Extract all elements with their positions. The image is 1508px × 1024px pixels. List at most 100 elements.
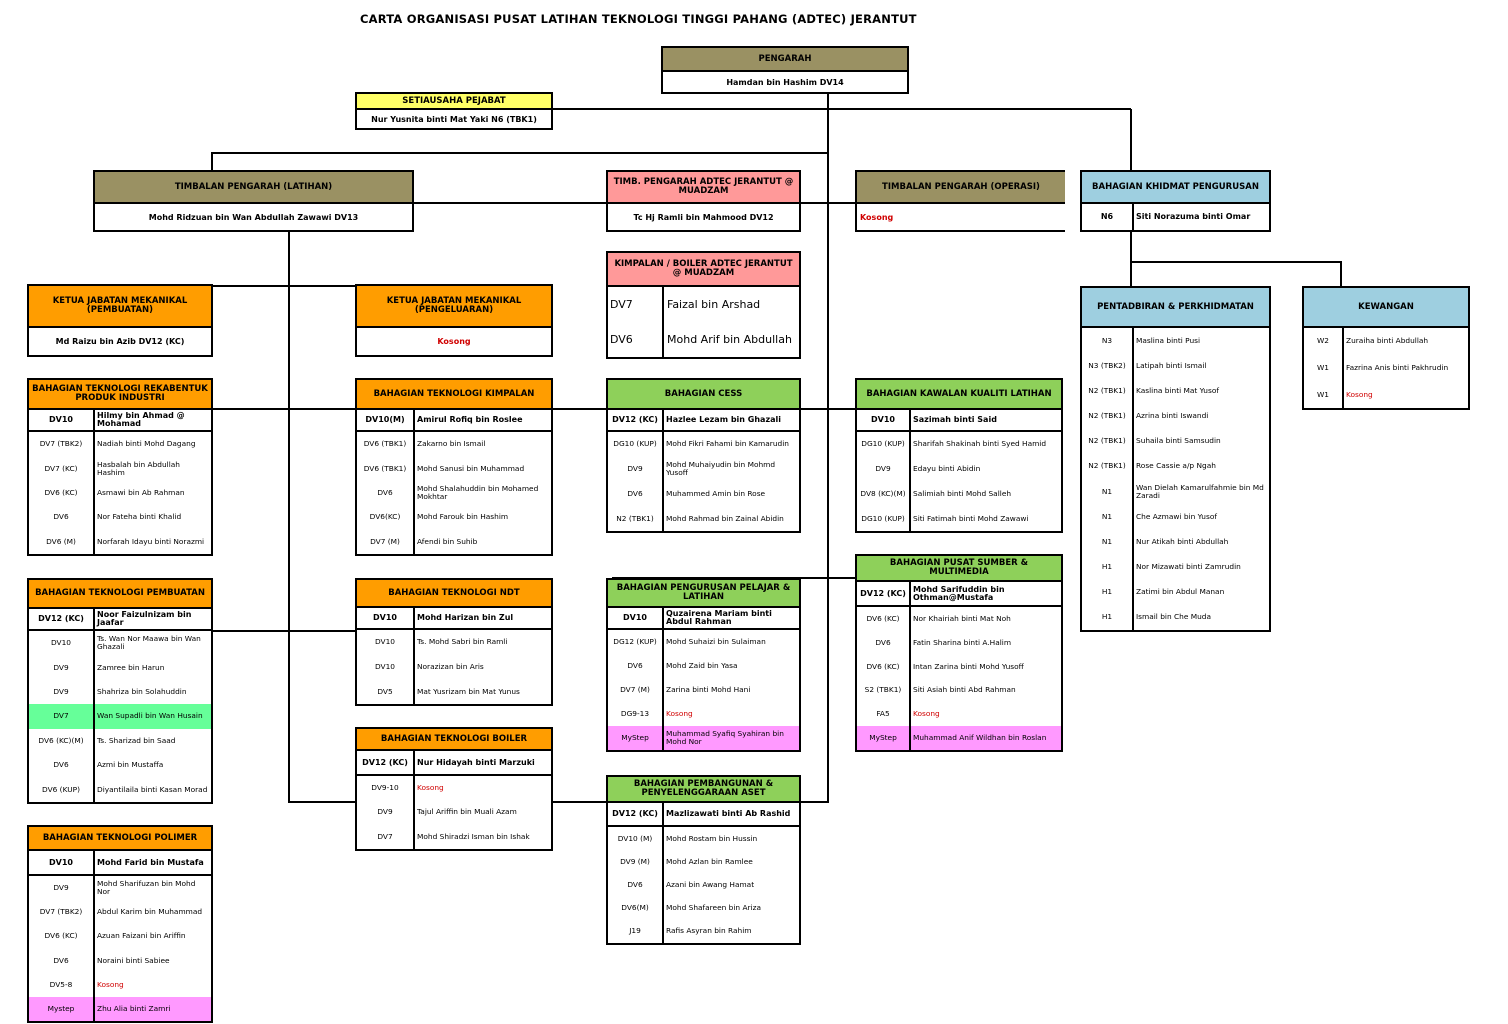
table-row-grade: DV6 — [627, 488, 643, 498]
sumber-head-row: DV12 (KC)Mohd Sarifuddin bin Othman@Must… — [857, 582, 1061, 607]
table-row-grade: DV6 — [377, 487, 393, 497]
table-row-grade: DV6 — [627, 879, 643, 889]
table-row-grade: DV6 (TBK1) — [363, 439, 407, 449]
table-row-name: Mohd Fikri Fahami bin Kamarudin — [666, 439, 789, 449]
head-grade: DV10(M) — [357, 410, 415, 430]
table-row-grade: H1 — [1101, 561, 1113, 571]
table-row-grade: DV6 — [53, 955, 69, 965]
table-row-grade: DV9 — [377, 807, 393, 817]
head-name: Sazimah binti Said — [913, 415, 997, 424]
table-row-grade: W1 — [1316, 362, 1329, 372]
timbalan-muadzam-box: TIMB. PENGARAH ADTEC JERANTUT @ MUADZAM … — [606, 170, 801, 232]
table-row-grade: W1 — [1316, 389, 1329, 399]
aset-title: BAHAGIAN PEMBANGUNAN & PENYELENGGARAAN A… — [608, 777, 799, 803]
table-row-grade: DV6 (KC) — [44, 487, 78, 497]
table-row-name: Che Azmawi bin Yusof — [1136, 511, 1217, 521]
table-row-grade: N3 (TBK2) — [1088, 360, 1126, 370]
table-row-name: Mohd Shafareen bin Ariza — [666, 903, 761, 913]
table-row-name: Siti Asiah binti Abd Rahman — [913, 685, 1016, 695]
table-row-grade: J19 — [629, 926, 641, 936]
table-row-name: Azrina binti Iswandi — [1136, 411, 1209, 421]
ketua-pengeluaran-box: KETUA JABATAN MEKANIKAL (PENGELUARAN) Ko… — [355, 284, 553, 357]
sumber-title: BAHAGIAN PUSAT SUMBER & MULTIMEDIA — [857, 556, 1061, 582]
head-name: Mohd Farid bin Mustafa — [97, 857, 204, 867]
table-row-name: Azani bin Awang Hamat — [666, 879, 755, 889]
table-row-name: Kosong — [666, 709, 693, 718]
table-row-grade: MyStep — [608, 726, 662, 750]
head-grade: DV12 (KC) — [608, 410, 664, 430]
table-row-grade: Mystep — [29, 996, 93, 1021]
table-row-name: Muhammad Syafiq Syahiran bin Mohd Nor — [664, 726, 799, 750]
table-row-name: Mohd Sharifuzan bin Mohd Nor — [97, 879, 196, 897]
table-row-grade: H1 — [1101, 587, 1113, 597]
table-row-name: Mohd Shalahuddin bin Mohamed Mokhtar — [417, 483, 539, 501]
head-grade: DV10 — [29, 410, 95, 430]
head-name: Mohd Sarifuddin bin Othman@Mustafa — [913, 584, 1005, 602]
head-name: Quzairena Mariam binti Abdul Rahman — [666, 609, 772, 626]
kb-grade-1: DV7 — [610, 298, 633, 311]
table-row-grade: DV5-8 — [49, 979, 73, 989]
table-row-name: Mohd Muhaiyudin bin Mohmd Yusoff — [666, 460, 776, 478]
table-row-name: Siti Fatimah binti Mohd Zawawi — [913, 513, 1029, 523]
khidmat-box: BAHAGIAN KHIDMAT PENGURUSAN N6 Siti Nora… — [1080, 170, 1271, 232]
timbalan-latihan-title: TIMBALAN PENGARAH (LATIHAN) — [95, 172, 412, 204]
pembuatan-title: BAHAGIAN TEKNOLOGI PEMBUATAN — [29, 580, 211, 609]
table-row-grade: DV7 — [377, 831, 393, 841]
table-row-grade: DV7 (TBK2) — [39, 907, 83, 917]
ndt-title: BAHAGIAN TEKNOLOGI NDT — [357, 580, 551, 608]
table-row-grade: H1 — [1101, 612, 1113, 622]
ketua-pembuatan-title: KETUA JABATAN MEKANIKAL (PEMBUATAN) — [29, 286, 211, 328]
table-row-name: Fatin Sharina binti A.Halim — [913, 637, 1012, 647]
table-row-grade: DG10 (KUP) — [861, 513, 905, 523]
table-row-name: Maslina binti Pusi — [1136, 335, 1201, 345]
table-row-grade: DV9 — [875, 464, 891, 474]
head-grade: DV12 (KC) — [29, 609, 95, 629]
table-row-name: Zatimi bin Abdul Manan — [1136, 587, 1225, 597]
ketua-pembuatan-name: Md Raizu bin Azib DV12 (KC) — [55, 337, 185, 346]
table-row-grade: DV10 — [50, 638, 72, 648]
timbalan-latihan-box: TIMBALAN PENGARAH (LATIHAN) Mohd Ridzuan… — [93, 170, 414, 232]
head-grade: DV12 (KC) — [857, 582, 911, 605]
table-row-grade: DV7 (KC) — [44, 463, 78, 473]
table-row-name: Nor Mizawati binti Zamrudin — [1136, 561, 1241, 571]
table-row-grade: DV6 (KC) — [44, 931, 78, 941]
setiausaha-box: SETIAUSAHA PEJABAT Nur Yusnita binti Mat… — [355, 92, 553, 130]
page-title: CARTA ORGANISASI PUSAT LATIHAN TEKNOLOGI… — [360, 12, 917, 26]
head-name: Mazlizawati binti Ab Rashid — [666, 809, 791, 818]
head-grade: DV12 (KC) — [357, 751, 415, 774]
ketua-pengeluaran-name: Kosong — [437, 337, 471, 346]
table-row-name: Mohd Zaid bin Yasa — [666, 661, 738, 670]
pembuatan-head-row: DV12 (KC)Noor Faizulnizam bin Jaafar — [29, 609, 211, 631]
table-row-name: Nadiah binti Mohd Dagang — [97, 439, 196, 449]
table-row-grade: DV6 (KUP) — [42, 784, 80, 794]
table-row-grade: DV9 (M) — [620, 856, 650, 866]
kewangan-title: KEWANGAN — [1304, 288, 1468, 328]
table-row-grade: DV6 — [53, 760, 69, 770]
table-row-grade: DV6 (KC) — [866, 613, 900, 623]
head-grade: DV10 — [857, 410, 911, 430]
pengarah-name: Hamdan bin Hashim DV14 — [726, 77, 844, 87]
head-name: Hazlee Lezam bin Ghazali — [666, 415, 781, 424]
table-row-name: Zuraiha binti Abdullah — [1346, 336, 1429, 346]
aset-box: BAHAGIAN PEMBANGUNAN & PENYELENGGARAAN A… — [606, 775, 801, 945]
table-row-grade: N2 (TBK1) — [1088, 385, 1126, 395]
table-row-name: Rafis Asyran bin Rahim — [666, 926, 752, 936]
cess-title: BAHAGIAN CESS — [608, 380, 799, 410]
table-row-grade: N2 (TBK1) — [1088, 461, 1126, 471]
rekabentuk-box: BAHAGIAN TEKNOLOGI REKABENTUK PRODUK IND… — [27, 378, 213, 556]
table-row-name: Muhammed Amin bin Rose — [666, 488, 766, 498]
table-row-grade: DV7 (M) — [620, 685, 650, 694]
table-row-name: Hasbalah bin Abdullah Hashim — [97, 459, 180, 477]
table-row-name: Ts. Mohd Sabri bin Ramli — [417, 637, 508, 647]
table-row-name: Mat Yusrizam bin Mat Yunus — [417, 686, 520, 696]
table-row-grade: W2 — [1316, 336, 1329, 346]
table-row-grade: DV10 (M) — [617, 833, 653, 843]
